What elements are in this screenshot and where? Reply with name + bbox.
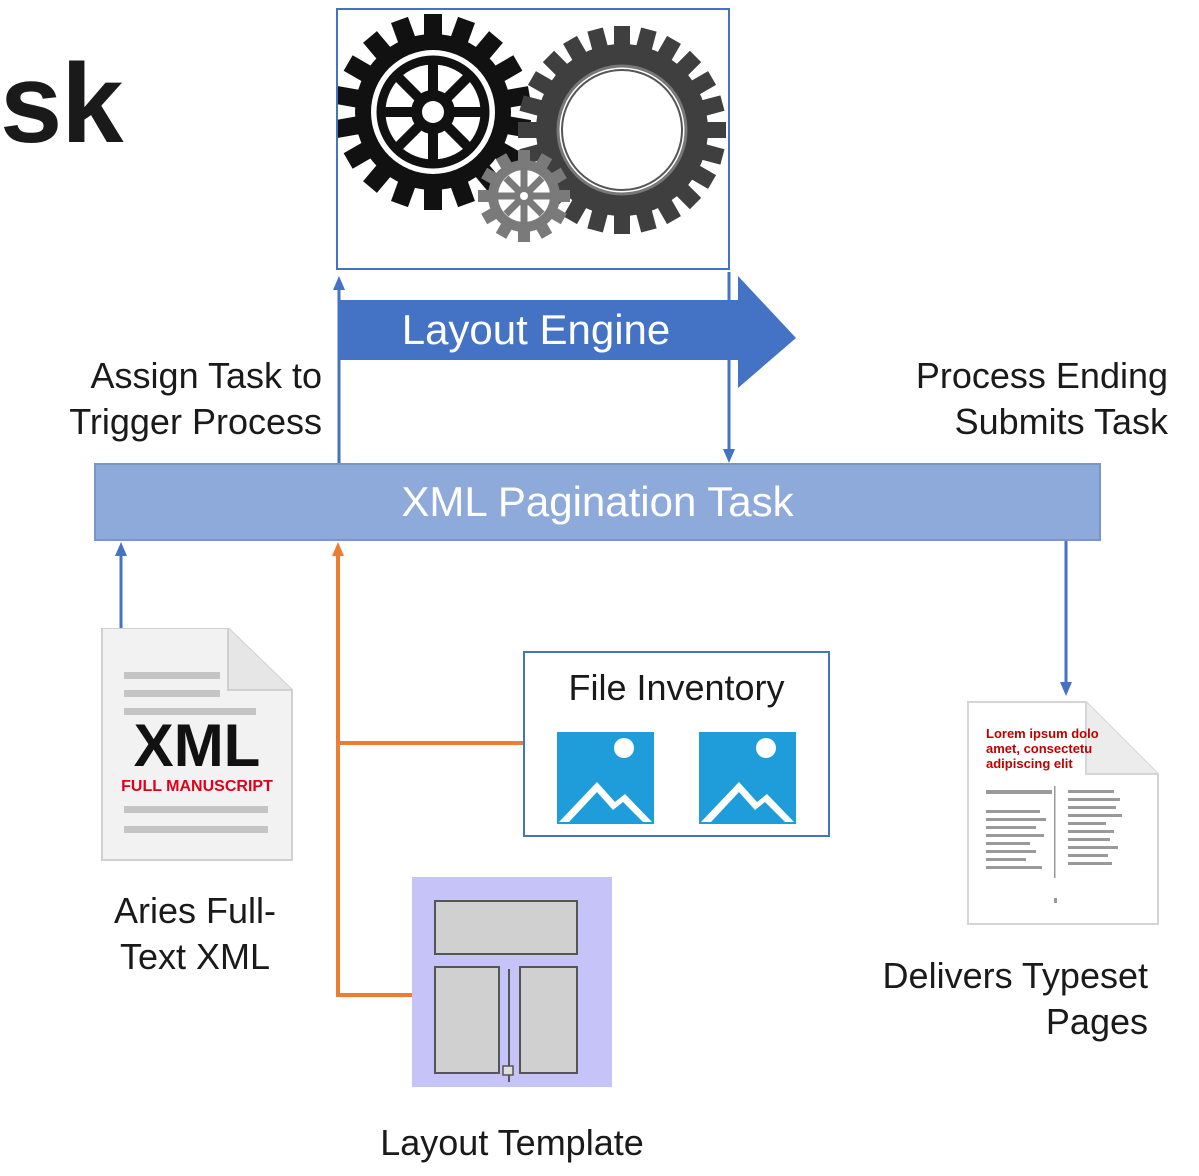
xml-caption-line1: Aries Full- — [113, 890, 277, 931]
layout-engine-label: Layout Engine — [401, 306, 671, 353]
arrow-head-icon — [332, 542, 344, 556]
assign-task-label: Assign Task to Trigger Process — [10, 353, 322, 445]
gear-icon — [478, 150, 570, 242]
engine-arrow — [338, 276, 796, 388]
engine-gear-box — [334, 8, 730, 270]
xml-file-icon: XML FULL MANUSCRIPT — [101, 628, 293, 861]
typeset-heading-line1: Lorem ipsum dolo — [986, 726, 1099, 741]
arrow-head-icon — [333, 276, 345, 290]
process-ending-line2: Submits Task — [954, 401, 1168, 442]
gear-icon — [334, 14, 532, 210]
xml-caption-line2: Text XML — [119, 936, 271, 977]
task-bar-label: XML Pagination Task — [401, 478, 794, 525]
typeset-heading-line3: adipiscing elit — [986, 756, 1073, 771]
file-inventory-box: File Inventory — [523, 651, 830, 837]
process-ending-label: Process Ending Submits Task — [840, 353, 1168, 445]
layout-template-icon — [412, 877, 612, 1087]
xml-big-text: XML — [134, 712, 261, 779]
file-inventory-title: File Inventory — [568, 667, 785, 708]
gear-icon — [518, 26, 726, 234]
assign-task-line2: Trigger Process — [69, 401, 322, 442]
arrow-head-icon — [723, 449, 735, 463]
title-fragment: sk — [0, 41, 124, 166]
typeset-caption: Delivers Typeset Pages — [800, 953, 1148, 1045]
arrow-head-icon — [1060, 682, 1072, 696]
layout-template-caption: Layout Template — [380, 1122, 644, 1163]
typeset-caption-line2: Pages — [1045, 1001, 1148, 1042]
gears-icon — [334, 14, 726, 242]
typeset-caption-line1: Delivers Typeset — [882, 955, 1148, 996]
xml-sub-text: FULL MANUSCRIPT — [121, 778, 273, 795]
arrow-head-icon — [115, 542, 127, 556]
assign-task-line1: Assign Task to — [90, 355, 322, 396]
image-icon — [699, 732, 796, 824]
xml-caption: Aries Full- Text XML — [60, 888, 330, 980]
image-icon — [557, 732, 654, 824]
document-icon: Lorem ipsum dolo amet, consectetu adipis… — [967, 701, 1159, 925]
typeset-heading-line2: amet, consectetu — [986, 741, 1092, 756]
process-ending-line1: Process Ending — [915, 355, 1168, 396]
xml-pagination-task-bar: XML Pagination Task — [94, 463, 1101, 541]
